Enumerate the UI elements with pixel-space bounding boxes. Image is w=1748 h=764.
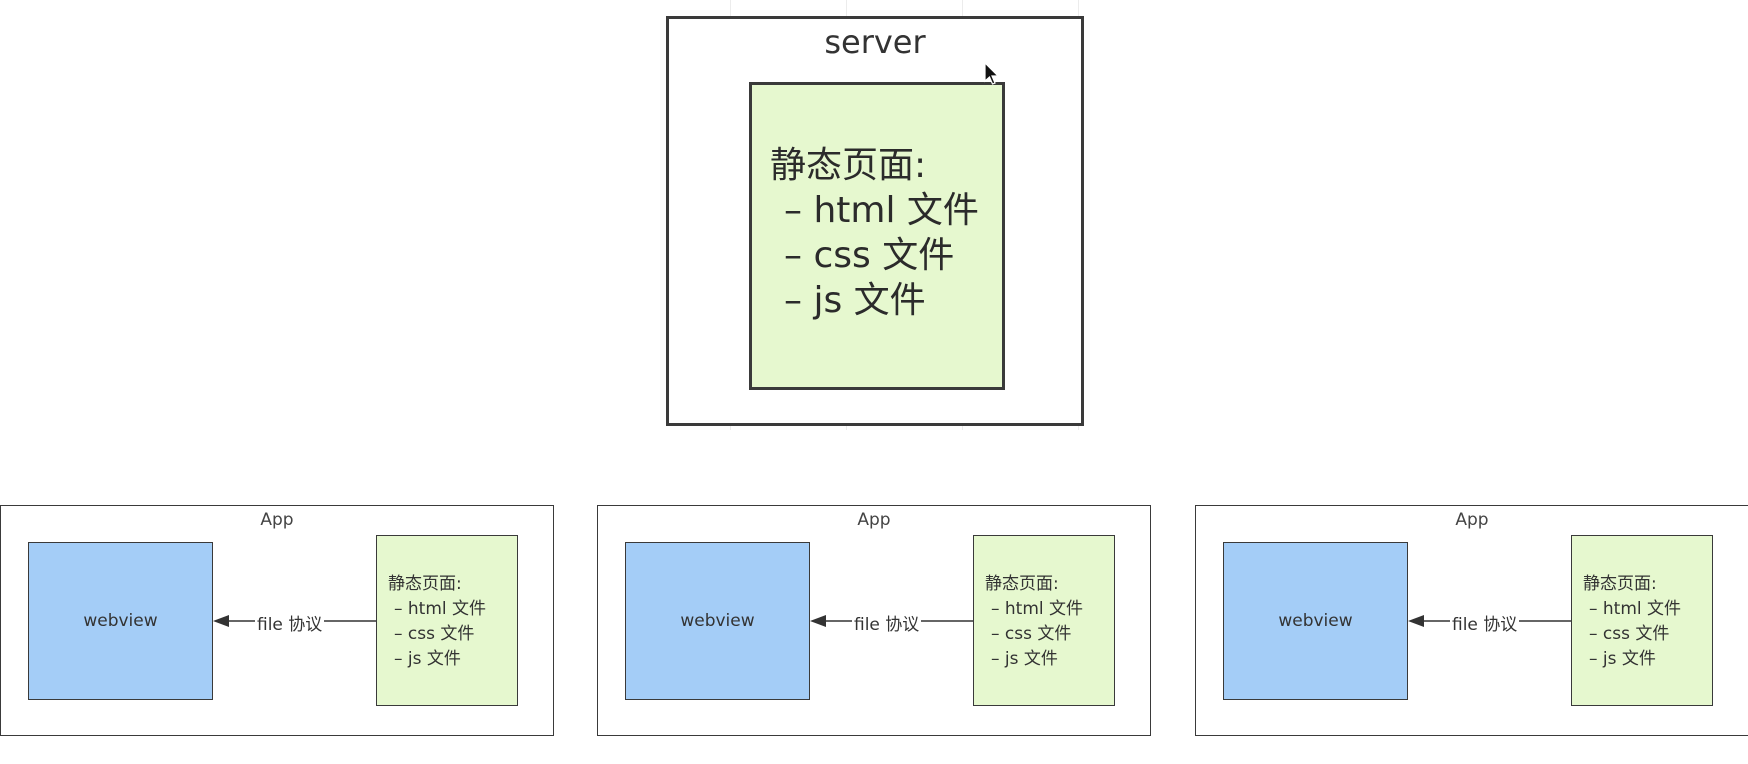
- static-page-item-js: – js 文件: [1589, 649, 1656, 669]
- arrow-label: file 协议: [852, 610, 922, 635]
- app-title: App: [857, 510, 891, 530]
- static-page-item-html: – html 文件: [394, 599, 487, 619]
- static-page-item-html: – html 文件: [991, 599, 1084, 619]
- server-static-page-box: 静态页面: – html 文件 – css 文件 – js 文件: [749, 82, 1005, 390]
- arrow-label: file 协议: [1450, 610, 1520, 635]
- app-box-3: App webview file 协议 静态页面: – html 文件 – cs…: [1195, 505, 1748, 736]
- arrow-label: file 协议: [255, 610, 325, 635]
- webview-box: webview: [28, 542, 213, 700]
- static-page-item-js: – js 文件: [991, 649, 1058, 669]
- static-page-item-html: – html 文件: [784, 190, 979, 231]
- webview-box: webview: [625, 542, 810, 700]
- file-protocol-arrow: file 协议: [1408, 610, 1571, 635]
- app-title: App: [260, 510, 294, 530]
- static-page-item-css: – css 文件: [394, 624, 475, 644]
- static-page-item-css: – css 文件: [1589, 624, 1670, 644]
- static-page-item-css: – css 文件: [991, 624, 1072, 644]
- static-page-heading: 静态页面:: [388, 574, 462, 594]
- app-static-page-box: 静态页面: – html 文件 – css 文件 – js 文件: [973, 535, 1115, 706]
- static-page-heading: 静态页面:: [985, 574, 1059, 594]
- static-page-heading: 静态页面:: [770, 145, 927, 186]
- file-protocol-arrow: file 协议: [213, 610, 376, 635]
- server-box: server 静态页面: – html 文件 – css 文件 – js 文件: [666, 16, 1084, 426]
- app-box-2: App webview file 协议 静态页面: – html 文件 – cs…: [597, 505, 1151, 736]
- webview-box: webview: [1223, 542, 1408, 700]
- app-static-page-box: 静态页面: – html 文件 – css 文件 – js 文件: [376, 535, 518, 706]
- static-page-heading: 静态页面:: [1583, 574, 1657, 594]
- static-page-item-js: – js 文件: [394, 649, 461, 669]
- static-page-item-js: – js 文件: [784, 280, 926, 321]
- file-protocol-arrow: file 协议: [810, 610, 973, 635]
- app-box-1: App webview file 协议 静态页面: – html 文件 – cs…: [0, 505, 554, 736]
- static-page-item-html: – html 文件: [1589, 599, 1682, 619]
- server-title: server: [824, 23, 926, 61]
- app-static-page-box: 静态页面: – html 文件 – css 文件 – js 文件: [1571, 535, 1713, 706]
- app-title: App: [1455, 510, 1489, 530]
- static-page-item-css: – css 文件: [784, 235, 955, 276]
